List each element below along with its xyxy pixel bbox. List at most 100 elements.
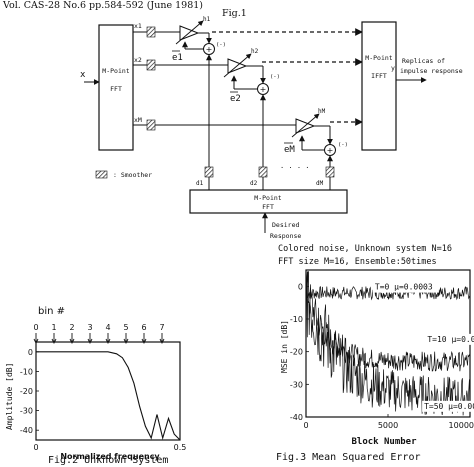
smoother-dM <box>325 166 335 178</box>
desired-feed-lines <box>206 54 333 172</box>
fig2-bin-tick-label: 6 <box>141 323 146 332</box>
ifft-output-y: y <box>391 64 395 72</box>
smoother-legend-icon <box>95 170 108 179</box>
bottom-fft-block <box>189 189 348 214</box>
fig2-xtick-label: 0 <box>33 443 38 452</box>
fig2-ytick-label: -30 <box>20 407 33 416</box>
ifft-block-title: M-Point <box>365 54 392 62</box>
fig3-caption: Fig.3 Mean Squared Error <box>276 452 421 463</box>
fig3-xtick-label: 10000 <box>449 421 474 430</box>
fig3-ytick-label: -20 <box>290 348 303 357</box>
fig3-title-2: FFT size M=16, Ensemble:50times <box>278 257 437 267</box>
fig2-bin-tick-label: 5 <box>123 323 128 332</box>
sum-node-2-minus: (-) <box>270 74 280 80</box>
fig2-bin-arrowhead <box>69 338 75 345</box>
error-lines <box>182 41 324 151</box>
fft-block <box>98 24 134 151</box>
dashed-to-ifft <box>212 28 363 126</box>
smoother-ch2 <box>146 59 156 71</box>
fig2-bin-label: bin # <box>38 306 65 317</box>
svg-text:+: + <box>260 85 267 94</box>
fig3-xlabel: Block Number <box>351 437 417 447</box>
fig3-series-label-bg <box>372 281 439 293</box>
fig3-ytick-label: -40 <box>290 413 303 422</box>
filter-to-sum-lines <box>198 32 333 145</box>
filter-hM: hM <box>291 108 326 138</box>
ifft-block-sub: IFFT <box>371 72 387 80</box>
fig2-bin-arrowhead <box>105 338 111 345</box>
fig2-bin-arrowhead <box>141 338 147 345</box>
fig3-series-label-bg <box>422 400 474 412</box>
desired-label-2: Response <box>270 232 301 240</box>
fig2-ytick-label: 0 <box>28 348 33 357</box>
fig2-xlabel: Normalized frequency <box>60 452 160 461</box>
fig3-ytick-label: -10 <box>290 315 303 324</box>
fig3-ylabel: MSE in [dB] <box>280 320 289 373</box>
channel-lines <box>133 31 296 126</box>
paper-header: Vol. CAS-28 No.6 pp.584-592 (June 1981) <box>3 0 203 11</box>
smoother-d1 <box>204 166 214 178</box>
fig2-bin-arrowhead <box>159 338 165 345</box>
error-e1-label: e1 <box>172 53 183 63</box>
fig3-ytick-label: 0 <box>298 282 303 291</box>
desired-label-1: Desired <box>272 221 299 229</box>
input-label: x <box>80 70 86 80</box>
sum-node-1-minus: (-) <box>216 42 226 48</box>
fig3-series-label-bg <box>425 333 474 345</box>
fft-block-title: M-Point <box>102 67 129 75</box>
bottom-fft-sub: FFT <box>262 203 274 211</box>
fig2-bin-tick-label: 0 <box>33 323 38 332</box>
bottom-fft-title: M-Point <box>254 194 281 202</box>
ifft-block <box>361 21 397 151</box>
svg-text:+: + <box>206 45 213 54</box>
filter-h2-label: h2 <box>251 48 259 55</box>
fig3-ytick-label: -30 <box>290 380 303 389</box>
smoother-d2 <box>258 166 268 178</box>
fig2-bin-arrowhead <box>123 338 129 345</box>
fig2-bin-tick-label: 1 <box>51 323 56 332</box>
fig3-series-label: T=0 μ=0.0003 <box>375 283 433 292</box>
error-eM-label: eM <box>284 145 295 155</box>
fig2-caption: Fig.2 Unknown System <box>48 455 169 466</box>
smoother-ch1 <box>146 26 156 38</box>
fig3-xtick-label: 5000 <box>378 421 398 430</box>
sum-node-M-minus: (-) <box>338 142 348 148</box>
fig3-xtick-label: 0 <box>303 421 308 430</box>
fig2-bin-arrowhead <box>51 338 57 345</box>
desired-dots: . . . . <box>280 162 310 170</box>
fig2-ytick-label: -10 <box>20 367 33 376</box>
replicas-label-2: impulse response <box>400 67 463 75</box>
sum-node-2: + (-) <box>257 74 280 95</box>
fig1-title: Fig.1 <box>222 8 247 19</box>
fig2-bin-arrowhead <box>87 338 93 345</box>
fig2-bin-tick-label: 2 <box>69 323 74 332</box>
svg-text:+: + <box>327 146 334 155</box>
fig2-ylabel: Amplitude [dB] <box>5 363 14 430</box>
filter-h2: h2 <box>223 48 259 78</box>
replicas-label-1: Replicas of <box>402 57 445 65</box>
filter-hM-label: hM <box>318 108 326 115</box>
fig2-xtick-label: 0.5 <box>174 443 187 452</box>
fig1-diagram: x M-Point FFT x1 x2 xM h1 <box>80 16 463 240</box>
desired-dM-label: dM <box>316 180 324 187</box>
filter-h1: h1 <box>175 16 211 45</box>
fft-block-sub: FFT <box>110 85 122 93</box>
fig3-series-label: T=50 μ=0.0003 <box>424 402 474 411</box>
fig3-series-line <box>305 285 471 301</box>
channel-x2-label: x2 <box>134 56 142 64</box>
smoother-legend-label: : Smoother <box>113 171 152 179</box>
fig3-series-label: T=10 μ=0.0003 <box>427 335 474 344</box>
fig3-chart: 0 -10 -20 -30 -40 0 5000 10000 T=0 μ=0.0003T=1… <box>280 269 474 447</box>
fig2-bin-tick-label: 3 <box>87 323 92 332</box>
fig3-title-1: Colored noise, Unknown system N=16 <box>278 244 452 254</box>
fig2-bin-tick-label: 7 <box>159 323 164 332</box>
fig2-plot-frame <box>35 341 181 441</box>
channel-xM-label: xM <box>134 116 142 124</box>
channel-x1-label: x1 <box>134 22 142 30</box>
desired-short-lines <box>208 177 331 190</box>
smoother-chM <box>146 119 156 131</box>
fig2-bin-tick-label: 4 <box>105 323 110 332</box>
sum-node-1: + (-) <box>203 42 226 55</box>
